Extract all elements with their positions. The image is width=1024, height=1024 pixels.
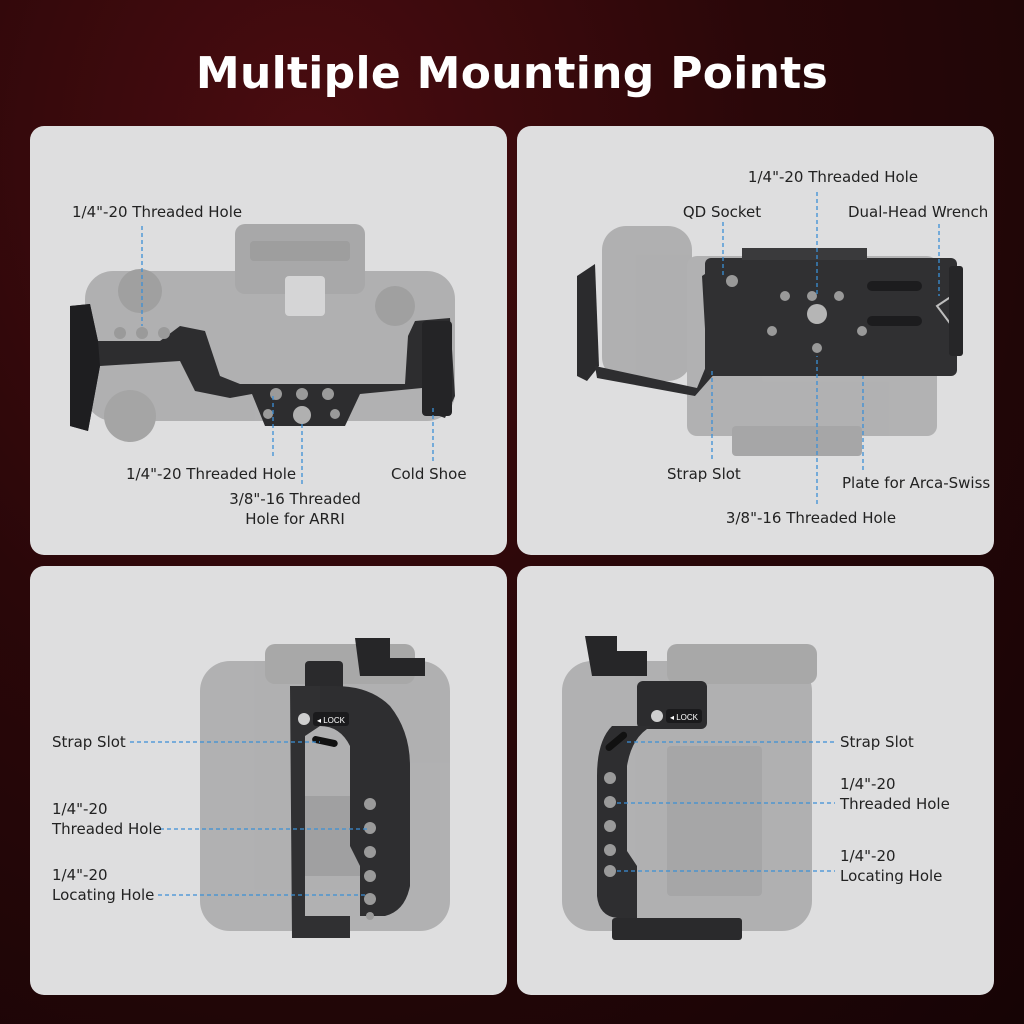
cage-bottom xyxy=(577,248,964,396)
label-arca-swiss-plate: Plate for Arca-Swiss xyxy=(842,474,991,492)
label-dual-head-wrench: Dual-Head Wrench xyxy=(848,203,989,221)
label-threaded-1: 1/4"-20 xyxy=(840,775,896,793)
side-view-left-illustration: ◂ LOCK xyxy=(130,638,450,938)
cage-right: ◂ LOCK xyxy=(585,636,742,940)
cage-left: ◂ LOCK xyxy=(290,638,425,938)
label-qd-socket: QD Socket xyxy=(682,203,762,221)
label-locating-2: Locating Hole xyxy=(840,867,943,885)
top-view-illustration xyxy=(70,224,455,484)
label-threaded-2: Threaded Hole xyxy=(52,820,162,838)
label-cold-shoe: Cold Shoe xyxy=(391,465,467,483)
cage-top xyxy=(70,304,455,431)
bottom-view-illustration xyxy=(577,192,964,504)
label-locating-1: 1/4"-20 xyxy=(840,847,896,865)
label-threaded-hole-bottom: 1/4"-20 Threaded Hole xyxy=(126,465,297,483)
page-title: Multiple Mounting Points xyxy=(195,48,829,99)
label-threaded-1: 1/4"-20 xyxy=(52,800,108,818)
label-threaded-hole-top: 1/4"-20 Threaded Hole xyxy=(72,203,243,221)
label-arri-hole-1: 3/8"-16 Threaded xyxy=(229,490,361,508)
label-arri-hole-2: Hole for ARRI xyxy=(245,510,345,528)
label-locating-1: 1/4"-20 xyxy=(52,866,108,884)
side-view-left-panel: ◂ LOCK Strap Slot 1/4"-20 Threaded Hole … xyxy=(30,566,507,995)
top-view-panel: 1/4"-20 Threaded Hole 1/4"-20 Threaded H… xyxy=(30,126,507,555)
label-threaded-hole-38: 3/8"-16 Threaded Hole xyxy=(725,509,897,527)
label-strap-slot: Strap Slot xyxy=(52,733,126,751)
label-strap-slot: Strap Slot xyxy=(667,465,741,483)
bottom-view-panel: 1/4"-20 Threaded Hole QD Socket Dual-Hea… xyxy=(517,126,994,555)
label-strap-slot: Strap Slot xyxy=(840,733,914,751)
label-threaded-2: Threaded Hole xyxy=(840,795,950,813)
label-locating-2: Locating Hole xyxy=(52,886,155,904)
label-threaded-hole: 1/4"-20 Threaded Hole xyxy=(747,168,919,186)
lock-label: ◂ LOCK xyxy=(317,716,346,725)
side-view-right-illustration: ◂ LOCK xyxy=(562,636,835,940)
lock-label: ◂ LOCK xyxy=(670,713,699,722)
side-view-right-panel: ◂ LOCK Strap Slot 1/4"-20 Threaded Hole … xyxy=(517,566,994,995)
camera-body xyxy=(85,224,455,442)
